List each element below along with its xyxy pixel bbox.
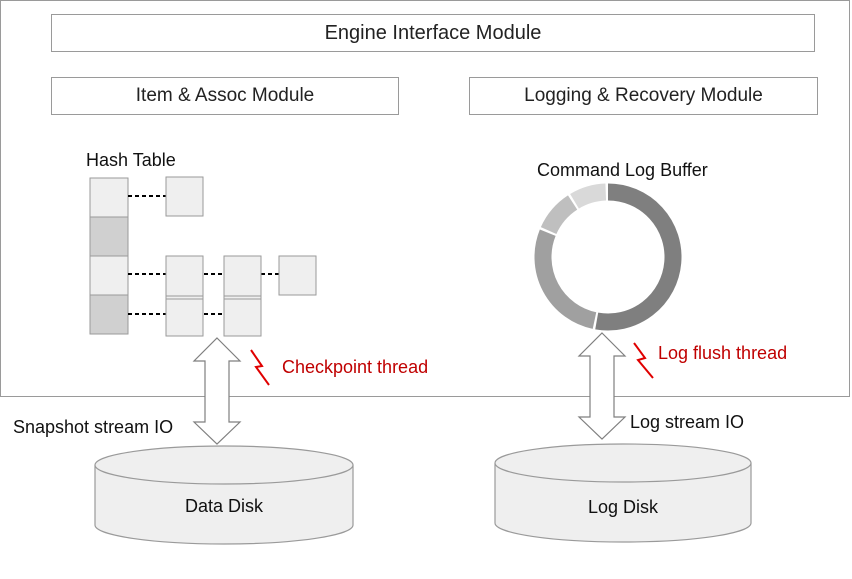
item-assoc-module: Item & Assoc Module [51,77,399,115]
engine-interface-module: Engine Interface Module [51,14,815,52]
log-flush-io-arrow [577,332,627,440]
item-node [165,255,204,297]
checkpoint-thread-label: Checkpoint thread [282,357,429,377]
hash-item-nodes [165,176,317,337]
hash-chain-links [128,195,279,315]
logging-recovery-module: Logging & Recovery Module [469,77,818,115]
engine-interface-module-label: Engine Interface Module [324,21,542,44]
log-stream-io-label: Log stream IO [630,412,745,432]
item-assoc-module-label: Item & Assoc Module [135,85,315,106]
ring-segment-light [540,195,578,235]
hash-table-column [89,177,129,335]
hash-bucket-1 [89,177,129,218]
log-flush-thread-lightning-icon [633,342,654,379]
logging-recovery-module-label: Logging & Recovery Module [524,85,763,106]
storage-engine-container [0,0,850,397]
hash-table-label: Hash Table [86,150,176,170]
ring-segment-dark [595,183,682,331]
item-node [278,255,317,296]
command-log-buffer-ring [534,183,682,331]
data-disk-cylinder [94,445,354,545]
checkpoint-io-arrow [192,337,242,445]
checkpoint-thread-lightning-icon [250,349,270,386]
log-disk-label: Log Disk [587,497,659,517]
log-disk-cylinder [494,443,752,543]
item-node [165,295,204,337]
ring-segment-lightest [570,183,607,209]
hash-bucket-4 [89,294,129,335]
log-flush-thread-label: Log flush thread [658,343,788,363]
item-node [165,176,204,217]
hash-bucket-3 [89,255,129,296]
item-node [223,255,262,297]
data-disk-label: Data Disk [184,496,264,516]
ring-segment-mid [534,229,597,329]
command-log-buffer-label: Command Log Buffer [537,160,708,180]
item-node [223,295,262,337]
snapshot-stream-io-label: Snapshot stream IO [13,417,174,437]
hash-bucket-2 [89,216,129,257]
